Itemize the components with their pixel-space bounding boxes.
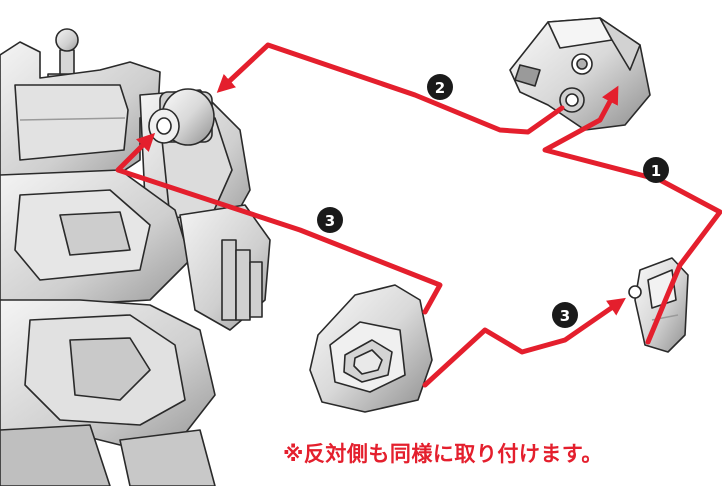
step-badge-1: 1 <box>643 157 669 183</box>
step-badge-2-label: 2 <box>435 79 445 97</box>
route-step-2 <box>216 42 565 135</box>
step-badge-3-upper-label: 3 <box>325 212 335 230</box>
robot-leg <box>119 429 216 486</box>
route-step-3a <box>115 132 443 315</box>
part-shoulder-armor <box>309 284 433 413</box>
shoulder-joint <box>148 88 215 146</box>
step-badge-3-lower: 3 <box>552 302 578 328</box>
route-step-3b <box>422 297 626 388</box>
step-badge-1-label: 1 <box>651 162 661 180</box>
step-badge-2: 2 <box>427 74 453 100</box>
instruction-note: ※反対側も同様に取り付けます。 <box>283 442 603 466</box>
part-shoulder-cap <box>509 17 651 131</box>
step-badge-3-lower-label: 3 <box>560 307 570 325</box>
robot-head-panel <box>14 84 129 161</box>
step-badge-3-upper: 3 <box>317 207 343 233</box>
robot-gun-barrel <box>221 239 263 321</box>
robot-leg <box>0 424 111 486</box>
robot-body <box>0 28 271 486</box>
